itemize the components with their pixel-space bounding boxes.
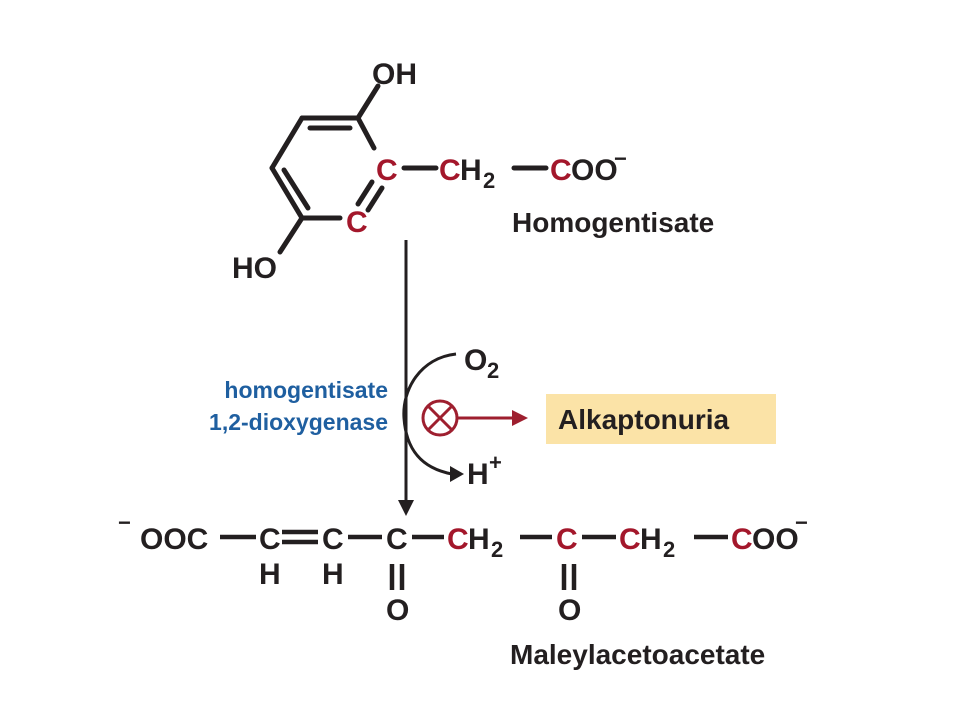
carboxylate-charge-left: −	[118, 510, 131, 535]
maleylacetoacetate-name: Maleylacetoacetate	[510, 639, 765, 670]
coo-carbon: C	[550, 154, 572, 187]
proton-label: H	[467, 458, 489, 491]
cosubstrate-curve-arrow	[402, 352, 457, 476]
carbonyl-carbon-1: C	[386, 523, 408, 556]
disease-label: Alkaptonuria	[558, 404, 730, 435]
methylene-carbon-1: C	[447, 523, 469, 556]
alkene-carbon-a: C	[259, 523, 281, 556]
ring-bond-double-inner	[281, 167, 311, 211]
carbonyl-oxygen-2: O	[558, 594, 581, 627]
methylene-subscript-2: 2	[663, 537, 675, 562]
ring-bond-cc-double	[365, 185, 385, 213]
carbonyl-oxygen-1: O	[386, 594, 409, 627]
ch2-hydrogen: H	[460, 154, 482, 187]
oh-top-label: OH	[372, 58, 417, 91]
enzyme-name-line1: homogentisate	[224, 377, 388, 403]
oh-bond-bottom	[277, 215, 305, 255]
coo-oxygens: OO	[571, 154, 618, 187]
coproduct-arrowhead	[450, 466, 464, 482]
ch2-subscript: 2	[483, 168, 495, 193]
ring-carbon-2: C	[346, 206, 368, 239]
oh-bottom-label: HO	[232, 252, 277, 285]
carboxylate-oxygens-right: OO	[752, 523, 799, 556]
oxygen-subscript: 2	[487, 358, 499, 383]
disease-arrowhead	[512, 410, 528, 426]
methylene-hydrogen-2: H	[640, 523, 662, 556]
methylene-carbon-2: C	[619, 523, 641, 556]
ring-carbon-1: C	[376, 154, 398, 187]
oh-bond-top	[355, 83, 381, 121]
inhibition-x-circle-icon	[421, 399, 459, 437]
carboxylate-left: OOC	[140, 523, 208, 556]
maleylacetoacetate-bonds	[220, 529, 728, 590]
oxygen-label: O	[464, 344, 487, 377]
enzyme-name-line2: 1,2-dioxygenase	[209, 409, 388, 435]
reaction-arrow	[398, 240, 414, 516]
ring-bond-cc	[355, 179, 375, 207]
alkene-hydrogen-b: H	[322, 558, 344, 591]
disease-box	[546, 394, 776, 444]
ch2-carbon: C	[439, 154, 461, 187]
methylene-hydrogen-1: H	[468, 523, 490, 556]
homogentisate-name: Homogentisate	[512, 207, 714, 238]
ring-bond	[269, 115, 305, 171]
alkene-carbon-b: C	[322, 523, 344, 556]
ring-bond	[355, 115, 377, 151]
carbonyl-carbon-2: C	[556, 523, 578, 556]
homogentisate-structure	[269, 83, 549, 255]
ring-bond	[269, 165, 305, 221]
carboxylate-charge-right: −	[795, 510, 808, 535]
alkene-hydrogen-a: H	[259, 558, 281, 591]
carboxylate-carbon-right: C	[731, 523, 753, 556]
proton-charge: +	[489, 450, 502, 475]
methylene-subscript-1: 2	[491, 537, 503, 562]
coo-charge: −	[614, 146, 627, 171]
